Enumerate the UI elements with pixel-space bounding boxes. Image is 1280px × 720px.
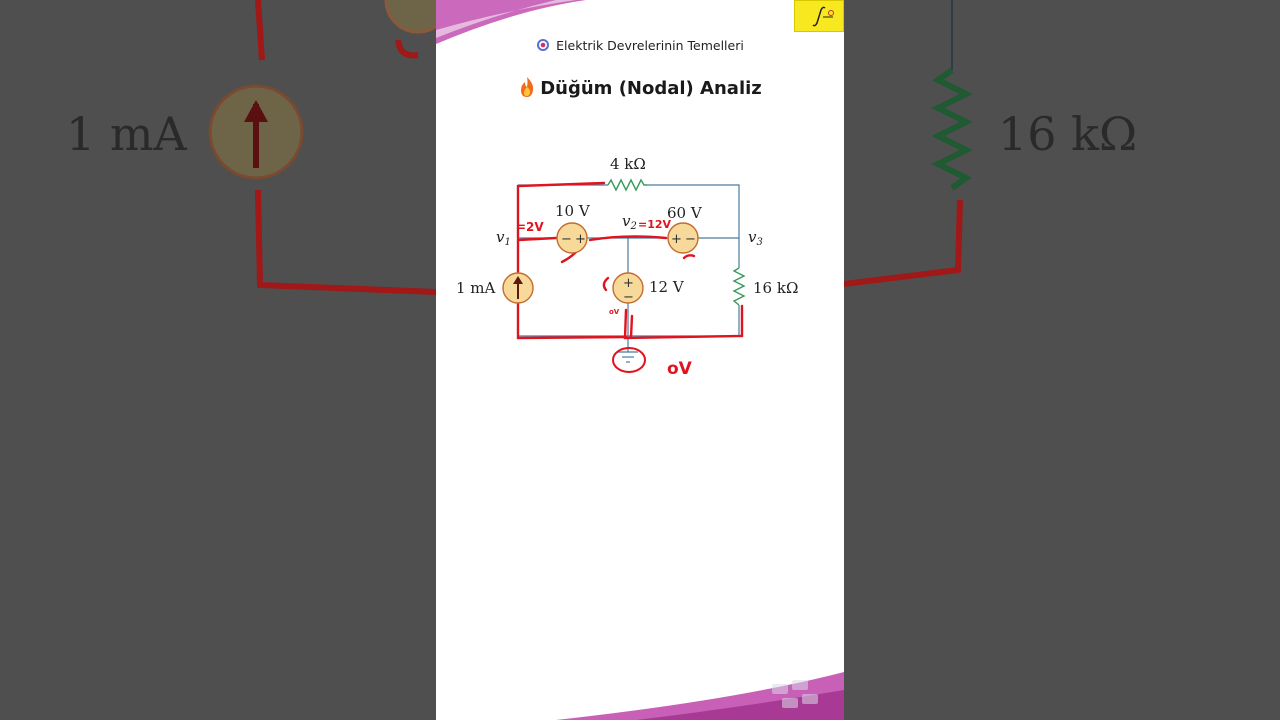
source-60v-label: 60 V — [667, 204, 703, 222]
resistor-4k-icon — [607, 178, 647, 192]
slide-page: Elektrik Devrelerinin Temelleri Düğüm (N… — [436, 0, 844, 720]
voltage-source-12v-icon — [612, 272, 644, 304]
background-zoom-right: 16 kΩ — [844, 0, 1280, 720]
annotation-highlight-paths — [516, 181, 744, 340]
annotation-ground-value: oV — [667, 359, 693, 379]
bg-resistor-icon — [931, 67, 973, 191]
topic-title-row: Düğüm (Nodal) Analiz — [436, 76, 844, 99]
annotation-v2-value: =12V — [638, 218, 672, 231]
watermark-logo-icon — [772, 680, 818, 708]
course-title: Elektrik Devrelerinin Temelleri — [556, 38, 744, 53]
source-10v-label: 10 V — [555, 202, 591, 220]
node-v3-label: v3 — [748, 228, 763, 248]
circuit-diagram: 4 kΩ 16 kΩ − + 10 V + − 60 V + − 12 V 1 … — [456, 155, 798, 379]
channel-logo — [794, 0, 844, 32]
source-12v-label: 12 V — [649, 278, 685, 296]
bg-current-label: 1 mA — [66, 107, 188, 161]
resistor-16k-label: 16 kΩ — [753, 279, 798, 297]
voltage-source-10v-icon — [556, 222, 588, 254]
node-v2-label: v2 — [622, 212, 637, 232]
course-header: Elektrik Devrelerinin Temelleri — [436, 38, 844, 53]
voltage-source-60v-icon — [667, 222, 699, 254]
decorative-swoosh — [436, 0, 844, 720]
node-v1-label: v1 — [496, 228, 511, 248]
resistor-4k-label: 4 kΩ — [610, 155, 646, 173]
bg-resistor-label: 16 kΩ — [998, 107, 1137, 161]
annotation-small-zero: oV — [609, 308, 620, 316]
annotation-v1-value: =2V — [516, 220, 544, 234]
fire-icon — [518, 76, 536, 99]
source-60v-plus: + — [671, 232, 682, 247]
current-source-label: 1 mA — [456, 279, 496, 297]
circuit-wires — [517, 184, 740, 352]
resistor-16k-icon — [732, 267, 746, 306]
topic-title: Düğüm (Nodal) Analiz — [540, 78, 762, 99]
target-icon — [536, 38, 550, 53]
ground-icon — [612, 347, 646, 373]
background-zoom-left: 1 mA — [0, 0, 436, 720]
source-10v-plus: + — [575, 232, 586, 247]
integral-logo-icon — [812, 6, 834, 27]
source-10v-minus: − — [561, 232, 572, 247]
source-12v-plus: + — [623, 276, 634, 291]
source-60v-minus: − — [685, 232, 696, 247]
source-12v-minus: − — [623, 290, 634, 305]
